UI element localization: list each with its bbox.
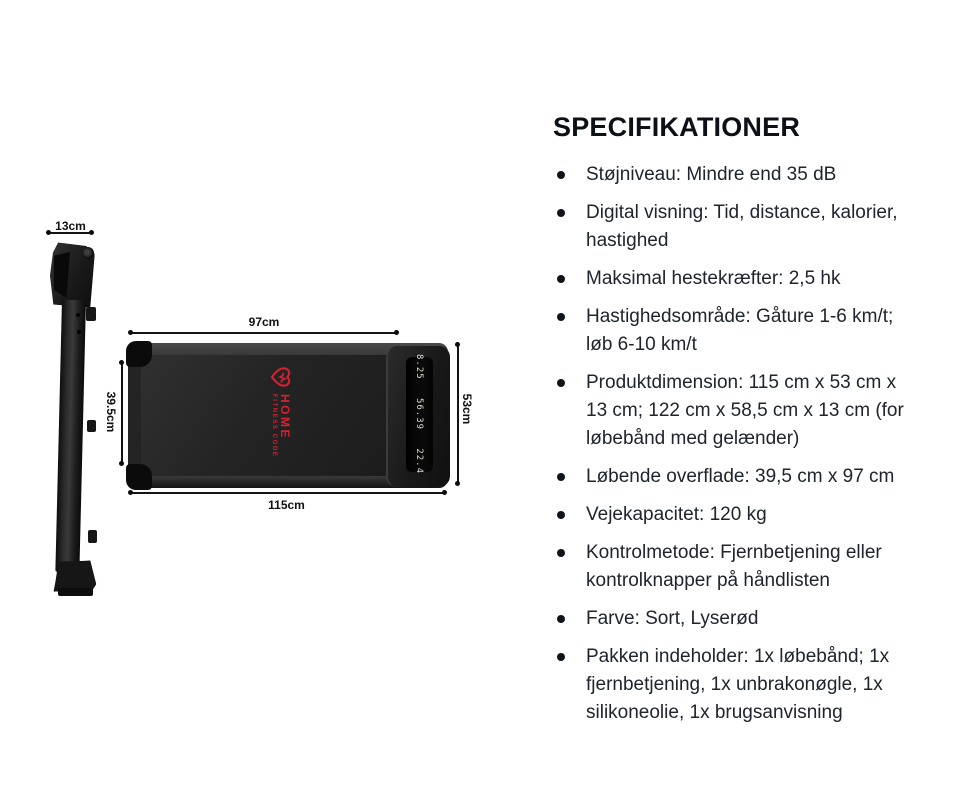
side-view-bracket: [88, 530, 97, 543]
brand-name: HOME: [278, 394, 292, 440]
bullet-dot: [557, 275, 565, 283]
side-view-deck-column: [55, 299, 86, 573]
spec-item: Digital visning: Tid, distance, kalorier…: [553, 199, 921, 255]
corner-cap: [126, 341, 152, 367]
dimension-line-surface-width: [121, 363, 123, 463]
spec-item: Løbende overflade: 39,5 cm x 97 cm: [553, 463, 921, 491]
spec-item-text: Digital visning: Tid, distance, kalorier…: [586, 202, 898, 251]
console-display-value: 22.4: [414, 448, 424, 474]
spec-item-text: Hastighedsområde: Gåture 1-6 km/t; løb 6…: [586, 306, 894, 355]
transport-wheel: [82, 247, 94, 259]
spec-item: Kontrolmetode: Fjernbetjening eller kont…: [553, 539, 921, 595]
spec-item: Farve: Sort, Lyserød: [553, 605, 921, 633]
brand-heart-icon: [270, 367, 291, 387]
bolt-dot: [76, 313, 80, 317]
dimension-label-total-length: 115cm: [268, 498, 305, 512]
dimension-label-surface-width: 39.5cm: [104, 391, 118, 433]
spec-item-text: Maksimal hestekræfter: 2,5 hk: [586, 268, 841, 289]
spec-item: Maksimal hestekræfter: 2,5 hk: [553, 265, 921, 293]
dimension-endpoint: [119, 360, 124, 365]
bullet-dot: [557, 313, 565, 321]
side-view-foot-pad: [58, 588, 93, 596]
brand-subname: FITNESS CODE: [271, 394, 277, 458]
dimension-line-surface-length: [131, 332, 396, 334]
dimension-endpoint: [128, 330, 133, 335]
spec-item-text: Støjniveau: Mindre end 35 dB: [586, 164, 837, 185]
dimension-label-total-width: 53cm: [460, 393, 474, 425]
dimension-label-surface-length: 97cm: [248, 315, 280, 329]
bullet-dot: [557, 653, 565, 661]
spec-item-text: Løbende overflade: 39,5 cm x 97 cm: [586, 466, 895, 487]
console-screen: [406, 357, 433, 472]
dimension-endpoint: [455, 481, 460, 486]
spec-item: Støjniveau: Mindre end 35 dB: [553, 161, 921, 189]
spec-item-text: Produktdimension: 115 cm x 53 cm x 13 cm…: [586, 372, 904, 449]
bolt-dot: [77, 330, 81, 334]
dimension-endpoint: [46, 230, 51, 235]
bullet-dot: [557, 511, 565, 519]
running-belt: [141, 355, 393, 476]
specs-title: SPECIFIKATIONER: [553, 112, 801, 142]
console-readout: 8.25 56.39 22.4: [412, 354, 426, 474]
spec-item: Vejekapacitet: 120 kg: [553, 501, 921, 529]
corner-cap: [126, 464, 152, 490]
spec-item-text: Kontrolmetode: Fjernbetjening eller kont…: [586, 542, 882, 591]
brand-logo: HOME FITNESS CODE: [266, 365, 296, 461]
dimension-endpoint: [394, 330, 399, 335]
dimension-endpoint: [119, 461, 124, 466]
specifications-panel: SPECIFIKATIONER Støjniveau: Mindre end 3…: [553, 112, 921, 737]
spec-item: Produktdimension: 115 cm x 53 cm x 13 cm…: [553, 369, 921, 453]
brand-words: HOME FITNESS CODE: [271, 394, 292, 458]
dimension-endpoint: [128, 490, 133, 495]
dimension-line-folded-width: [49, 232, 91, 234]
bullet-dot: [557, 549, 565, 557]
side-view-bracket: [87, 420, 96, 432]
console-display-value: 8.25: [414, 354, 424, 380]
bullet-dot: [557, 473, 565, 481]
spec-item: Pakken indeholder: 1x løbebånd; 1x fjern…: [553, 643, 921, 727]
side-view-head-facet: [54, 252, 70, 298]
dimension-endpoint: [442, 490, 447, 495]
spec-item: Hastighedsområde: Gåture 1-6 km/t; løb 6…: [553, 303, 921, 359]
bullet-dot: [557, 379, 565, 387]
specs-list: Støjniveau: Mindre end 35 dB Digital vis…: [553, 161, 921, 727]
dimension-endpoint: [89, 230, 94, 235]
side-view-bracket: [86, 307, 96, 321]
dimension-label-folded-width: 13cm: [55, 219, 86, 233]
bullet-dot: [557, 209, 565, 217]
dimension-line-total-length: [131, 492, 444, 494]
spec-item-text: Farve: Sort, Lyserød: [586, 608, 759, 629]
spec-item-text: Pakken indeholder: 1x løbebånd; 1x fjern…: [586, 646, 890, 723]
dimension-endpoint: [455, 342, 460, 347]
bullet-dot: [557, 615, 565, 623]
display-console: 8.25 56.39 22.4: [386, 346, 450, 487]
console-display-value: 56.39: [414, 397, 424, 431]
treadmill-top-view: HOME FITNESS CODE 8.25 56.39 22.4: [126, 341, 450, 490]
bullet-dot: [557, 171, 565, 179]
spec-item-text: Vejekapacitet: 120 kg: [586, 504, 767, 525]
dimension-line-total-width: [457, 345, 459, 482]
